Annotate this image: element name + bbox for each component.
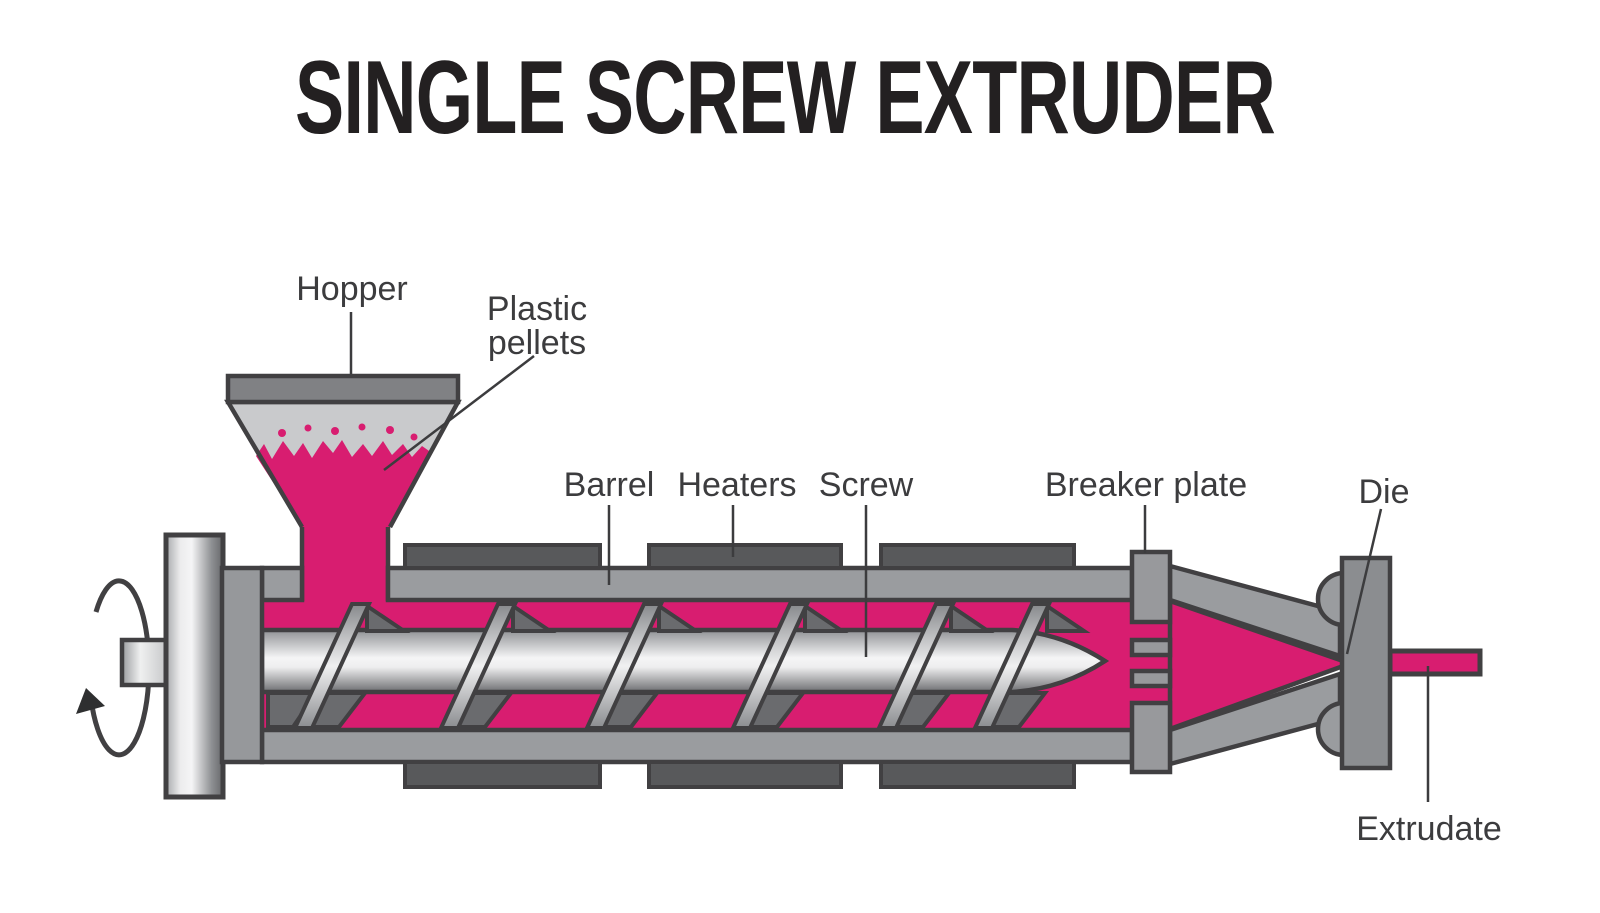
pellet-dot	[331, 427, 339, 435]
leader-plastic-pellets	[383, 355, 535, 471]
label-plastic-pellets-line1: Plastic	[487, 290, 587, 328]
pellet-dots	[278, 423, 418, 441]
flight-back-top	[365, 602, 411, 633]
heater-block	[879, 543, 1076, 570]
label-die: Die	[1358, 473, 1409, 511]
screw-flights	[291, 602, 1053, 730]
barrel-end-cap	[219, 565, 265, 765]
hopper-rim	[225, 373, 461, 405]
drive-shaft-stub	[119, 637, 171, 688]
pellet-dot	[358, 423, 366, 431]
leader-lines	[349, 312, 1430, 802]
hopper	[224, 373, 462, 529]
label-heaters: Heaters	[677, 466, 796, 504]
screw-shaft	[259, 627, 1110, 695]
breaker-plate-bottom	[1129, 700, 1173, 775]
label-breaker-plate: Breaker plate	[1045, 466, 1247, 504]
pellet-dot	[410, 433, 418, 441]
heater-block	[403, 760, 602, 789]
heater-block	[403, 543, 602, 570]
label-barrel: Barrel	[564, 466, 655, 504]
flight-backs-top	[365, 602, 1091, 633]
heater-block	[647, 760, 843, 789]
flight-back-bottom	[266, 691, 320, 729]
drive-disc	[163, 532, 226, 800]
flight-back-top	[657, 602, 703, 633]
die-plate	[1339, 555, 1393, 771]
barrel-top-wall	[385, 565, 1135, 603]
label-hopper: Hopper	[296, 270, 408, 308]
leader-die	[1345, 508, 1383, 655]
barrel-top-wall-left	[259, 565, 305, 603]
label-extrudate: Extrudate	[1356, 810, 1502, 848]
flight-back-top	[949, 602, 995, 633]
heater-block	[879, 760, 1076, 789]
label-plastic-pellets-line2: pellets	[488, 324, 586, 362]
flight-back-top	[1045, 602, 1091, 633]
breaker-slot-bar	[1129, 668, 1173, 689]
barrel-bottom-wall	[259, 727, 1135, 765]
breaker-slot-bar	[1129, 637, 1173, 658]
flight-back-top	[511, 602, 557, 633]
breaker-plate-top	[1129, 549, 1173, 625]
extrudate-strand	[1387, 648, 1483, 677]
hopper-pellets	[256, 440, 432, 527]
page-title: SINGLE SCREW EXTRUDER	[295, 40, 1275, 156]
flight-back-top	[803, 602, 849, 633]
pellet-dot	[386, 426, 394, 434]
pellet-dot	[278, 429, 286, 437]
heater-block	[647, 543, 843, 570]
breaker-plate	[1129, 549, 1173, 775]
hopper-neck-melt	[302, 524, 388, 602]
label-screw: Screw	[819, 466, 914, 504]
pellet-dot	[304, 424, 312, 432]
heater-blocks	[403, 543, 1076, 789]
